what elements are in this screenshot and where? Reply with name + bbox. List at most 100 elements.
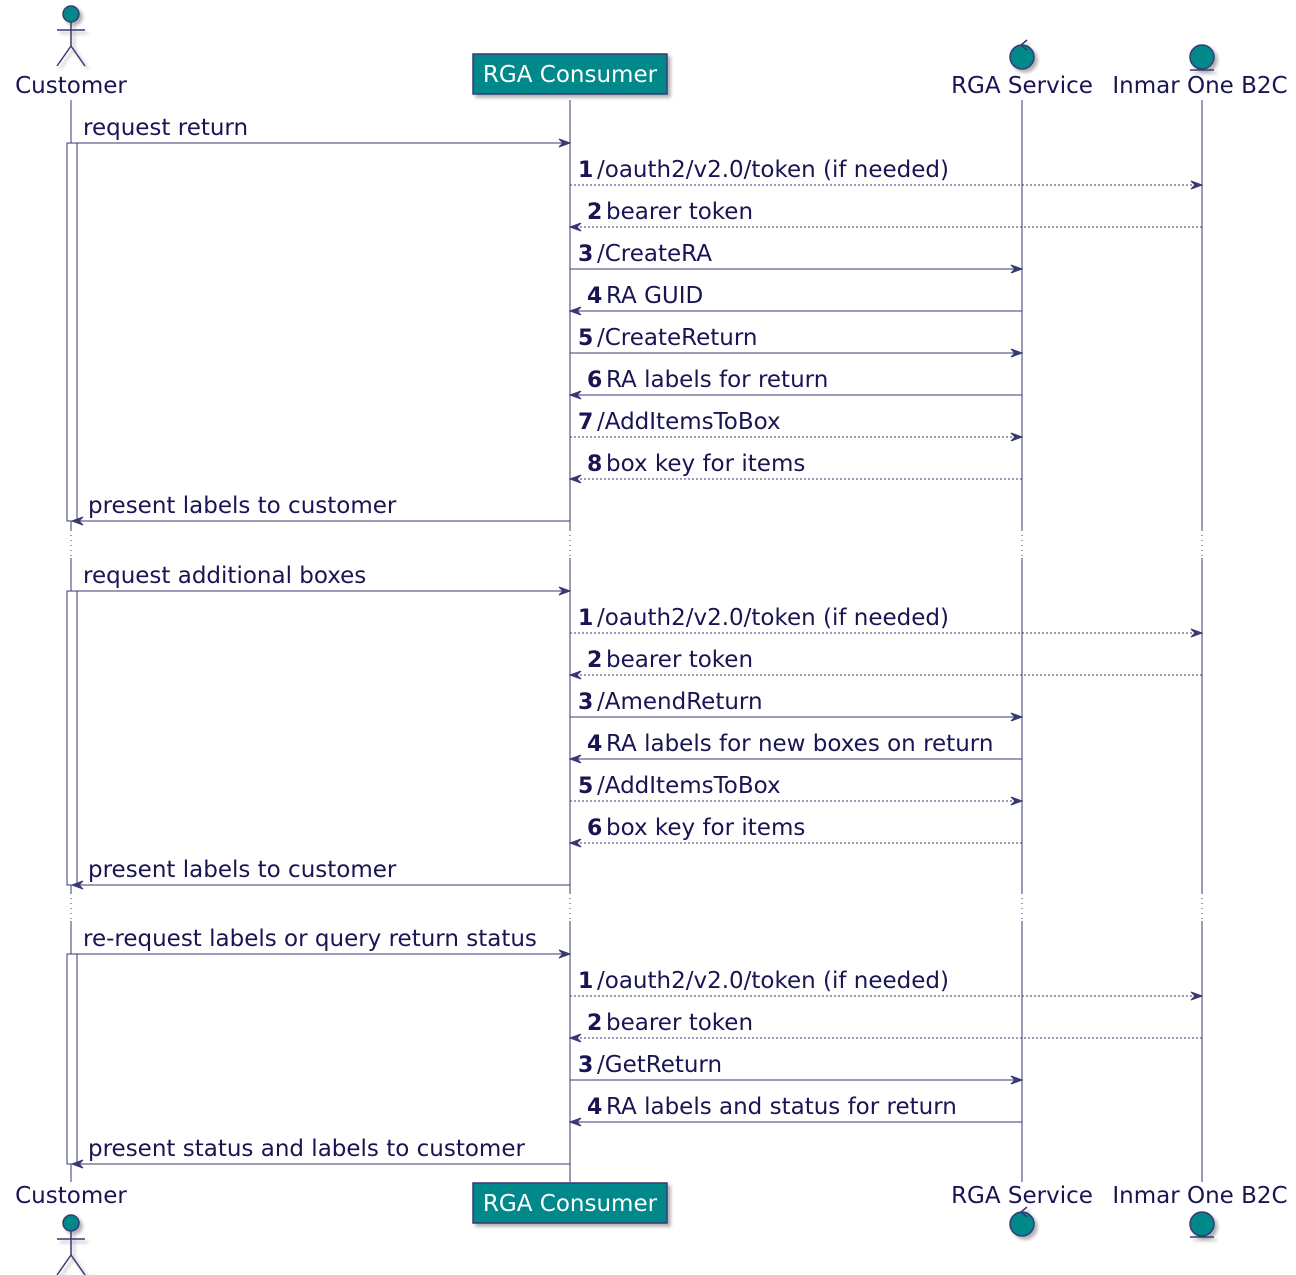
message-label: present labels to customer [88, 857, 397, 883]
participant-label-consumer: RGA Consumer [483, 62, 658, 88]
arrowhead [558, 949, 572, 959]
participant-box-consumer [472, 1182, 668, 1224]
arrowhead [568, 474, 582, 484]
message-label: /GetReturn [597, 1052, 722, 1078]
arrowhead [70, 516, 84, 526]
arrowhead [568, 222, 582, 232]
arrowhead [558, 138, 572, 148]
message-number: 8 [587, 452, 602, 477]
arrowhead [1190, 991, 1204, 1001]
arrowhead [1010, 712, 1024, 722]
message-label: re-request labels or query return status [83, 926, 537, 952]
message-number: 4 [587, 1095, 602, 1120]
message-label: request additional boxes [83, 563, 366, 589]
actor-icon [56, 5, 86, 67]
control-icon [1009, 1206, 1035, 1237]
message: present labels to customer [70, 493, 570, 526]
activation-bar-customer [66, 953, 78, 1165]
arrowhead [568, 1117, 582, 1127]
message-label: present labels to customer [88, 493, 397, 519]
arrowhead [1010, 264, 1024, 274]
participant-box-consumer [472, 53, 668, 95]
arrowhead [568, 306, 582, 316]
message: request return [77, 115, 572, 148]
message: request additional boxes [77, 563, 572, 596]
message-label: /AddItemsToBox [597, 409, 781, 435]
activation-bars [66, 142, 78, 1165]
messages: request return 1/oauth2/v2.0/token (if ne… [70, 115, 1204, 1169]
arrowhead [1010, 1075, 1024, 1085]
message-number: 2 [587, 200, 602, 225]
message: present status and labels to customer [70, 1136, 570, 1169]
message-number: 5 [578, 326, 593, 351]
message: 7/AddItemsToBox [570, 409, 1024, 442]
message: re-request labels or query return status [77, 926, 572, 959]
message-label: request return [83, 115, 248, 141]
message: 1/oauth2/v2.0/token (if needed) [570, 605, 1204, 638]
entity-icon [1189, 1211, 1215, 1238]
message-label: RA labels and status for return [606, 1094, 957, 1120]
activation-bar-customer [66, 590, 78, 886]
message: 5/CreateReturn [570, 325, 1024, 358]
message-number: 6 [587, 368, 602, 393]
arrowhead [568, 670, 582, 680]
message-label: box key for items [606, 815, 805, 841]
message-label: RA GUID [606, 283, 703, 309]
message-label: RA labels for new boxes on return [606, 731, 993, 757]
arrowhead [70, 880, 84, 890]
message-number: 1 [578, 158, 593, 183]
message: 3/AmendReturn [570, 689, 1024, 722]
message: 5/AddItemsToBox [570, 773, 1024, 806]
message-label: RA labels for return [606, 367, 828, 393]
arrowhead [1190, 180, 1204, 190]
message-number: 3 [578, 1053, 593, 1078]
entity-icon [1189, 44, 1215, 71]
message-label: /AddItemsToBox [597, 773, 781, 799]
arrowhead [70, 1159, 84, 1169]
message-number: 6 [587, 816, 602, 841]
message-label: bearer token [606, 199, 753, 225]
message: 1/oauth2/v2.0/token (if needed) [570, 968, 1204, 1001]
message-label: /oauth2/v2.0/token (if needed) [597, 157, 949, 183]
arrowhead [1010, 796, 1024, 806]
message-label: /CreateReturn [597, 325, 758, 351]
message: 1/oauth2/v2.0/token (if needed) [570, 157, 1204, 190]
message: 3/GetReturn [570, 1052, 1024, 1085]
message: present labels to customer [70, 857, 570, 890]
message-label: bearer token [606, 1010, 753, 1036]
arrowhead [568, 1033, 582, 1043]
participant-label-customer: Customer [15, 1183, 127, 1209]
participant-label-b2c: Inmar One B2C [1112, 1183, 1287, 1209]
actor-icon [56, 1214, 86, 1275]
message-label: bearer token [606, 647, 753, 673]
participant-label-consumer: RGA Consumer [483, 1191, 658, 1217]
message-number: 3 [578, 690, 593, 715]
arrowhead [568, 838, 582, 848]
arrowhead [1010, 348, 1024, 358]
message-number: 1 [578, 969, 593, 994]
message-label: /CreateRA [597, 241, 712, 267]
message-label: /oauth2/v2.0/token (if needed) [597, 968, 949, 994]
message-label: present status and labels to customer [88, 1136, 525, 1162]
message: 3/CreateRA [570, 241, 1024, 274]
message-number: 1 [578, 606, 593, 631]
participant-label-b2c: Inmar One B2C [1112, 73, 1287, 99]
message-label: /oauth2/v2.0/token (if needed) [597, 605, 949, 631]
message-label: /AmendReturn [597, 689, 763, 715]
message-number: 4 [587, 284, 602, 309]
message-number: 3 [578, 242, 593, 267]
message-label: box key for items [606, 451, 805, 477]
arrowhead [568, 390, 582, 400]
arrowhead [1190, 628, 1204, 638]
